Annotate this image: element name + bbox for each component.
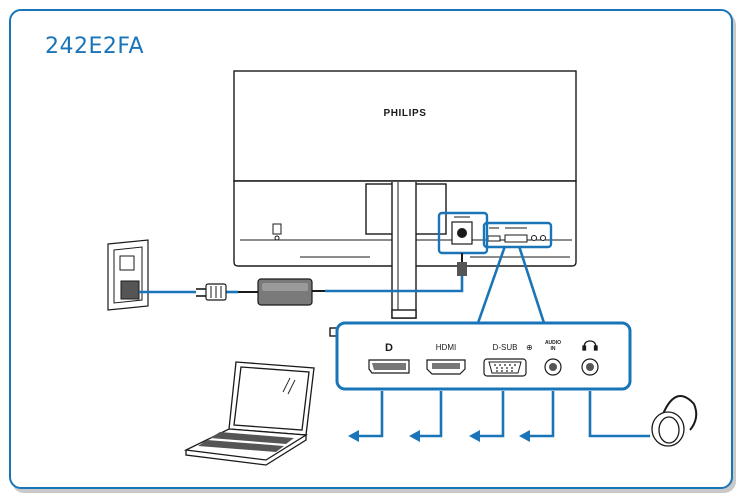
- wall-outlet: [107, 239, 196, 311]
- connection-arrows: [357, 391, 650, 438]
- dsub-port: D-SUB ⊕: [483, 343, 533, 377]
- video-ports-highlight: [482, 221, 553, 249]
- power-cable: [312, 253, 467, 293]
- headphone-icon: [582, 340, 598, 351]
- power-plug: [196, 283, 238, 301]
- vga-port-icon: [488, 361, 522, 374]
- laptop: [183, 361, 315, 466]
- keyboard: [198, 432, 294, 452]
- monitor-stand: [329, 182, 417, 337]
- power-adapter: [238, 278, 313, 306]
- displayport-icon: D: [385, 342, 393, 354]
- dsub-label: D-SUB: [493, 343, 518, 352]
- svg-text:IN: IN: [551, 346, 556, 352]
- headphones: [651, 395, 698, 447]
- audio-in-port: AUDIO IN: [544, 340, 562, 376]
- arrow-heads: [348, 430, 530, 442]
- monitor-brand: PHILIPS: [383, 108, 426, 119]
- svg-text:⊕: ⊕: [526, 343, 533, 352]
- hdmi-port: HDMI: [426, 343, 466, 375]
- model-title: 242E2FA: [45, 34, 145, 59]
- hdmi-port-icon: [432, 363, 460, 369]
- hdmi-label: HDMI: [436, 343, 456, 352]
- headphone-port: [581, 340, 599, 376]
- svg-text:AUDIO: AUDIO: [545, 340, 561, 346]
- displayport-port: D: [368, 342, 410, 374]
